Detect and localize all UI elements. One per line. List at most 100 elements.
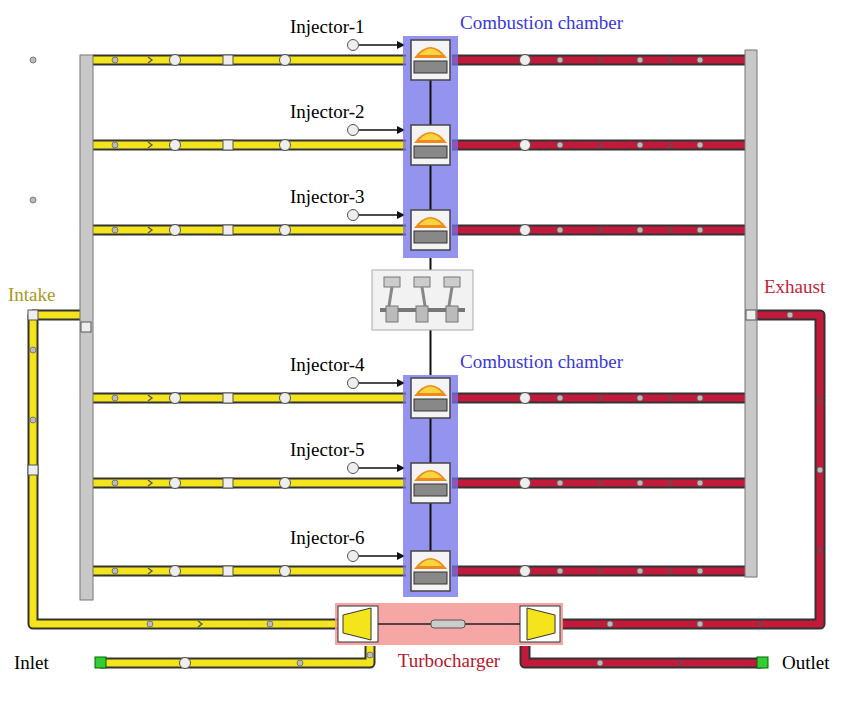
- injector-label: Injector-4: [290, 354, 365, 376]
- compressor: [343, 608, 371, 640]
- pipe-marker: [697, 227, 703, 233]
- pipe-marker: [637, 227, 643, 233]
- flow-chevron: [818, 397, 822, 403]
- intake-runner: [93, 225, 406, 236]
- injector-symbol: [348, 125, 359, 136]
- turbo-drawing: [335, 603, 563, 645]
- turbine-box: [520, 606, 560, 642]
- combustion-flame: [419, 219, 442, 226]
- pipe-marker: [112, 480, 118, 486]
- intake-manifold: [80, 55, 93, 600]
- piston: [414, 399, 447, 411]
- cylinder-drawing: [403, 36, 458, 258]
- exhaust-runner: [452, 566, 746, 577]
- injector-symbol: [348, 551, 359, 562]
- injector-label: Injector-5: [290, 439, 365, 461]
- flow-chevron: [668, 57, 672, 63]
- port-label: Inlet: [14, 652, 49, 674]
- pipe-marker: [30, 197, 36, 203]
- pipe-marker: [30, 417, 36, 423]
- injector-label: Injector-6: [290, 527, 365, 549]
- pipe-marker: [557, 142, 563, 148]
- pipe-marker: [112, 395, 118, 401]
- crank-web: [446, 306, 458, 322]
- combustion-flame: [414, 132, 447, 143]
- exhaust-runner: [452, 393, 746, 404]
- exhaust-runner: [452, 478, 746, 489]
- cylinder: [411, 378, 450, 418]
- pipe-icon: [280, 140, 291, 151]
- flow-chevron: [148, 142, 152, 148]
- piston: [444, 277, 460, 287]
- pipe-icon: [170, 225, 181, 236]
- flow-chevron: [818, 547, 822, 553]
- compressor-box: [338, 606, 378, 642]
- pipe-icon: [223, 55, 233, 65]
- pipe-marker: [637, 57, 643, 63]
- combustion-flame: [419, 472, 442, 479]
- pipe-marker: [557, 480, 563, 486]
- pipe-marker: [557, 57, 563, 63]
- flow-chevron: [148, 57, 152, 63]
- injector-symbol: [348, 40, 359, 51]
- injector-label: Injector-1: [290, 16, 365, 38]
- pipe-marker: [30, 57, 36, 63]
- pipe-icon: [170, 55, 181, 66]
- intake-runner: [93, 57, 406, 64]
- combustion-flame: [414, 470, 447, 481]
- piston: [414, 277, 430, 287]
- pipe-marker: [30, 347, 36, 353]
- cylinder-drawing: [403, 375, 458, 597]
- pipe-icon: [28, 465, 38, 475]
- combustion-flame: [419, 134, 442, 141]
- flow-chevron: [678, 660, 682, 666]
- pipe-marker: [817, 467, 823, 473]
- piston: [414, 231, 447, 243]
- piston: [414, 484, 447, 496]
- inlet-terminal: [95, 657, 106, 668]
- cylinder: [411, 40, 450, 80]
- port-label: Outlet: [782, 652, 830, 674]
- crankshaft-box: [372, 270, 473, 330]
- pipe-marker: [697, 142, 703, 148]
- pipe-icon: [223, 566, 233, 576]
- exhaust-runner: [452, 142, 746, 149]
- flow-chevron: [148, 480, 152, 486]
- pipe-marker: [557, 568, 563, 574]
- flow-chevron: [598, 227, 602, 233]
- exhaust-runner: [452, 55, 746, 66]
- intake-runner: [93, 393, 406, 404]
- combustion-flame: [414, 385, 447, 396]
- pipe-marker: [112, 57, 118, 63]
- pipe-icon: [223, 478, 233, 488]
- pipe-icon: [81, 322, 91, 332]
- pipe-marker: [607, 621, 613, 627]
- inlet-pipe: [100, 646, 370, 663]
- injector-label: Injector-3: [290, 186, 365, 208]
- pipe-icon: [280, 566, 291, 577]
- intake-runner: [93, 478, 406, 489]
- pipe-marker: [697, 480, 703, 486]
- crank-web: [386, 306, 398, 322]
- flow-chevron: [598, 57, 602, 63]
- pipe-icon: [170, 140, 181, 151]
- flow-chevron: [148, 227, 152, 233]
- injector-symbol: [348, 378, 359, 389]
- intake-runner: [93, 227, 406, 234]
- flow-chevron: [758, 621, 762, 627]
- pipe-marker: [557, 395, 563, 401]
- flow-chevron: [598, 480, 602, 486]
- node-heading: Turbocharger: [398, 650, 500, 672]
- pipe-icon: [170, 478, 181, 489]
- intake-runner: [93, 395, 406, 402]
- flow-chevron: [598, 568, 602, 574]
- pipe-marker: [697, 568, 703, 574]
- pipe-marker: [637, 142, 643, 148]
- pipe-icon: [223, 393, 233, 403]
- injector-line: [359, 555, 404, 557]
- pipe-marker: [697, 395, 703, 401]
- piston: [414, 572, 447, 584]
- intake-runner: [93, 55, 406, 66]
- flow-chevron: [598, 142, 602, 148]
- pipe-icon: [180, 658, 191, 669]
